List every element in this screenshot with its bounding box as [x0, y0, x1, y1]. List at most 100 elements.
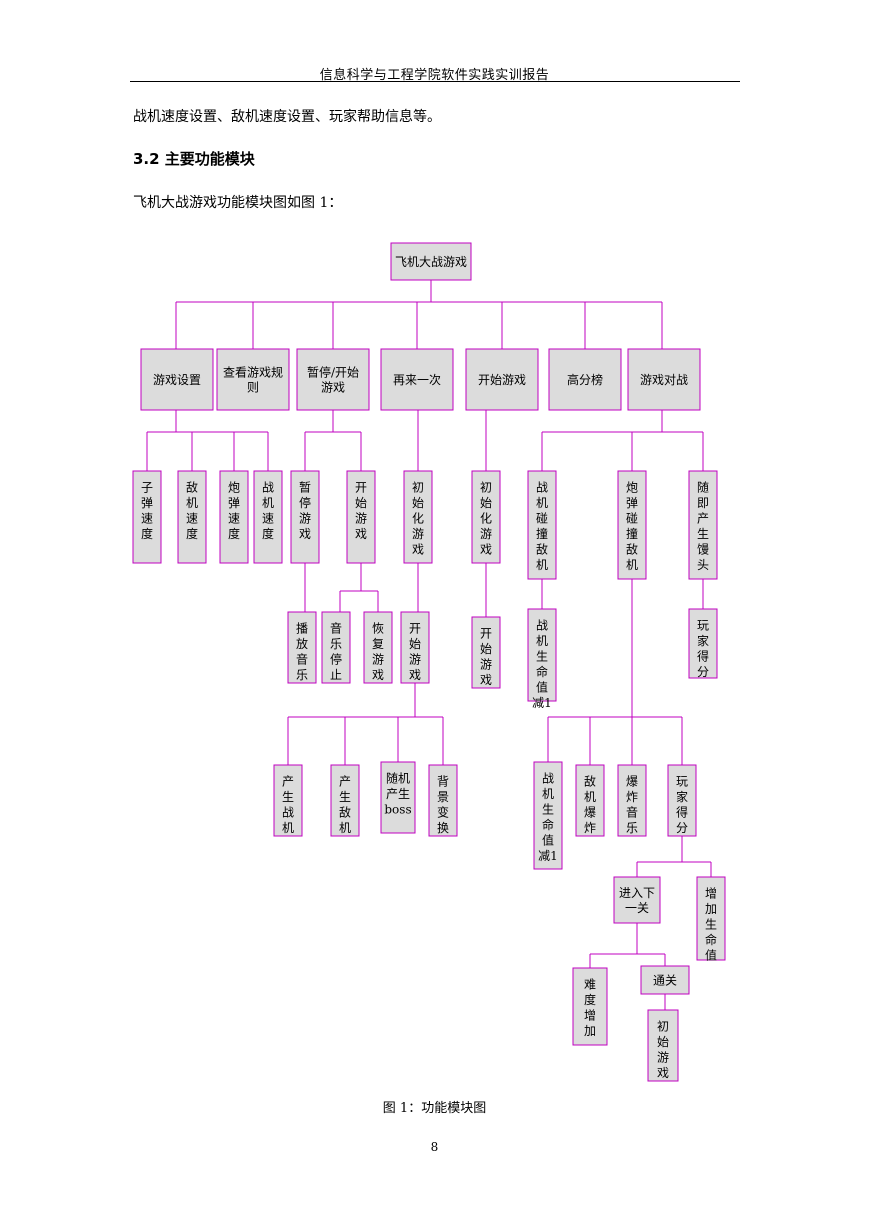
node-label: 值 [542, 833, 554, 848]
node-label: 戏 [480, 673, 492, 687]
node-label: 游 [372, 653, 384, 667]
node-label: 敌 [339, 805, 351, 820]
node-label: 生 [282, 790, 294, 804]
node-label: 度 [228, 526, 240, 541]
node-label: 机 [536, 558, 548, 572]
node-label: 分 [676, 821, 688, 835]
node-label: 乐 [626, 821, 638, 835]
node-label: 游 [480, 658, 492, 672]
node-root: 飞机大战游戏 [390, 242, 472, 281]
node-label: 化 [412, 512, 424, 526]
node-label: 音 [330, 621, 342, 636]
node-label: 开 [480, 627, 492, 641]
node-label: 战 [542, 772, 554, 786]
node-label: 敌 [626, 542, 638, 557]
node-label: 生 [536, 650, 548, 664]
page-header: 信息科学与工程学院软件实践实训报告 [319, 68, 550, 83]
node-label: 音 [626, 805, 638, 820]
node-label: 初 [412, 481, 424, 495]
node-label: 值 [536, 680, 548, 695]
node-label: 弹 [626, 496, 638, 510]
node-label: 炮 [228, 481, 240, 495]
node-label: 炸 [584, 821, 596, 835]
node-label: 游戏对战 [640, 373, 688, 387]
node-label: 游 [412, 527, 424, 541]
node-label: 减1 [532, 696, 552, 710]
node-label: 游 [355, 512, 367, 526]
node-label: 戏 [412, 543, 424, 557]
section-heading: 3.2 主要功能模块 [133, 150, 255, 168]
node-enemy-speed: 敌机速度 [177, 470, 207, 564]
node-label: 乐 [296, 668, 308, 682]
node-label: 生 [705, 918, 717, 932]
node-label: 放 [296, 636, 308, 651]
node-settings: 游戏设置 [140, 348, 214, 411]
node-label: 背 [437, 775, 449, 789]
node-battle: 游戏对战 [627, 348, 701, 411]
node-label: 开 [355, 481, 367, 495]
node-label: 始 [412, 496, 424, 510]
node-start-game3: 开始游戏 [400, 611, 430, 684]
node-label: 速 [141, 512, 153, 526]
node-label: 开始游戏 [478, 373, 526, 387]
node-label: 生 [542, 803, 554, 817]
node-label: 加 [584, 1024, 596, 1038]
node-label: 复 [372, 637, 384, 651]
node-label: 则 [247, 381, 259, 395]
node-label: 再来一次 [393, 373, 441, 387]
node-label: 高分榜 [567, 372, 603, 387]
node-label: 敌 [186, 480, 198, 495]
node-start-game4: 开始游戏 [471, 616, 501, 689]
node-label: 即 [697, 496, 709, 510]
figure-caption: 图 1：功能模块图 [382, 1101, 487, 1116]
node-label: 开 [409, 622, 421, 636]
node-label: 暂停/开始 [307, 365, 359, 380]
node-label: 分 [697, 665, 709, 679]
node-label: 子 [141, 481, 153, 495]
node-label: 碰 [626, 512, 638, 526]
node-label: 始 [409, 637, 421, 651]
node-label: 度 [584, 992, 596, 1007]
node-pause-start: 暂停/开始游戏 [296, 348, 370, 411]
node-label: 戏 [657, 1066, 669, 1080]
node-label: 机 [186, 496, 198, 510]
node-label: 机 [262, 496, 274, 510]
node-label: 停 [330, 652, 342, 667]
paragraph-intro: 战机速度设置、敌机速度设置、玩家帮助信息等。 [133, 109, 441, 125]
node-start: 开始游戏 [465, 348, 539, 411]
node-label: 玩 [697, 619, 709, 633]
node-label: 暂 [299, 481, 311, 495]
node-label: 产 [697, 512, 709, 526]
node-label: 音 [296, 652, 308, 667]
node-label: 馒 [697, 543, 709, 557]
node-label: 生 [697, 527, 709, 541]
node-label: 度 [141, 526, 153, 541]
node-label: 难 [584, 978, 596, 992]
node-label: 机 [584, 790, 596, 804]
node-label: 碰 [536, 512, 548, 526]
node-label: 通关 [653, 974, 677, 988]
node-label: 戏 [299, 527, 311, 541]
node-label: 戏 [355, 527, 367, 541]
node-label: 戏 [372, 668, 384, 682]
node-label: 战 [262, 481, 274, 495]
node-label: 生 [339, 790, 351, 804]
node-label: 撞 [626, 526, 638, 541]
node-label: 爆 [626, 775, 638, 789]
